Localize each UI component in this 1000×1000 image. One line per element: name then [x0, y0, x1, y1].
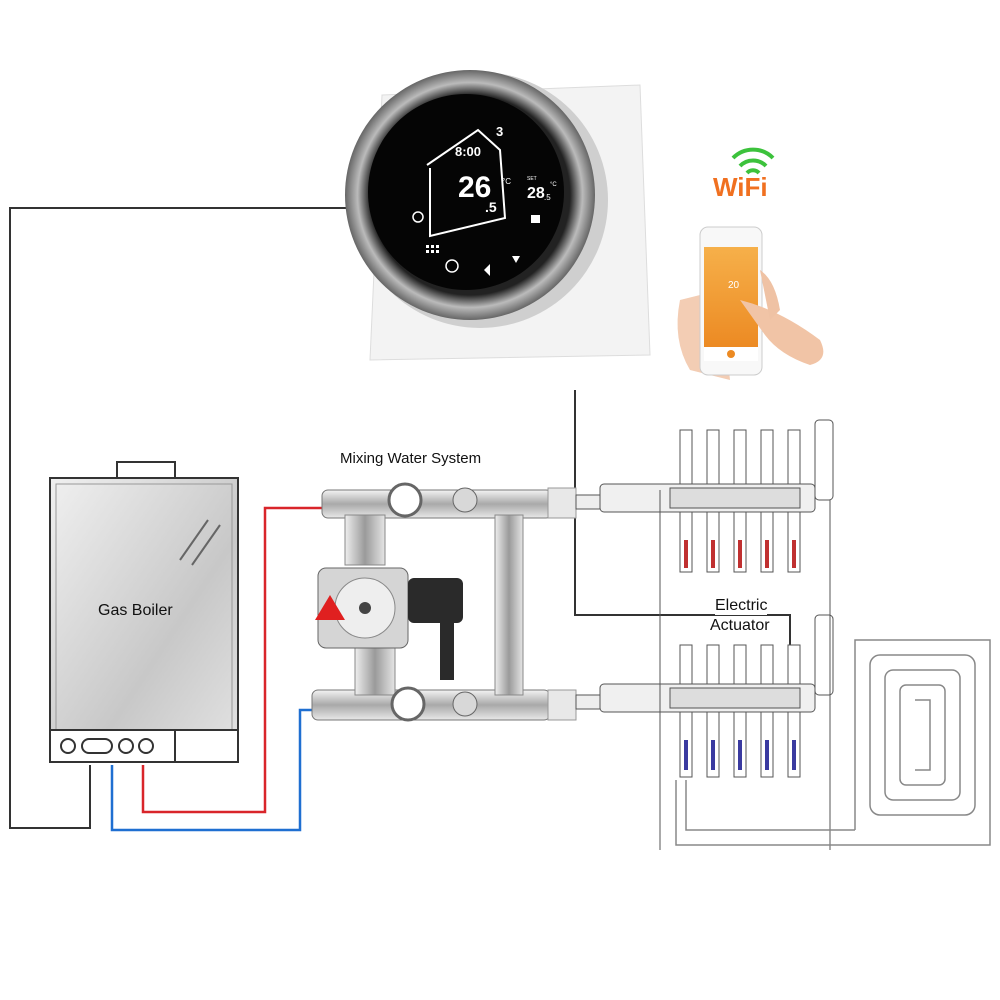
thermostat-set-temp: 28 — [527, 185, 545, 202]
thermostat-clock: 8:00 — [455, 144, 481, 159]
mixing-water-system-label: Mixing Water System — [340, 450, 482, 467]
electric-actuator-label-line2: Actuator — [710, 617, 770, 634]
thermostat-set-label: SET — [527, 176, 537, 182]
thermostat-room-temp-decimal: .5 — [485, 199, 497, 215]
phone-setpoint: 20 — [728, 280, 740, 291]
floor-heating-loop — [675, 639, 991, 846]
thermostat-boiler-wire — [9, 207, 362, 829]
manifolds — [575, 419, 834, 850]
thermostat-period: 3 — [496, 124, 503, 139]
thermostat-set-temp-decimal: .5 — [544, 193, 551, 202]
return-pipe — [110, 708, 312, 832]
wifi-logo: WiFi — [713, 147, 775, 202]
thermostat-unit: °C — [502, 177, 511, 186]
thermostat-set-unit: °C — [550, 182, 557, 188]
water-pipes — [110, 506, 322, 832]
gas-boiler-label: Gas Boiler — [98, 602, 173, 619]
mixing-pump-station — [311, 482, 577, 722]
smartphone-app: 20 — [677, 226, 824, 380]
thermostat-room-temp: 26 — [458, 171, 491, 204]
electric-actuator-label-line1: Electric — [715, 597, 768, 615]
gas-boiler — [49, 461, 239, 763]
upper-manifold — [599, 419, 834, 573]
wifi-logo-text: WiFi — [713, 172, 768, 202]
lower-manifold — [599, 614, 834, 778]
flow-indicators — [684, 740, 796, 770]
supply-pipe — [141, 506, 322, 814]
thermostat — [345, 70, 651, 361]
